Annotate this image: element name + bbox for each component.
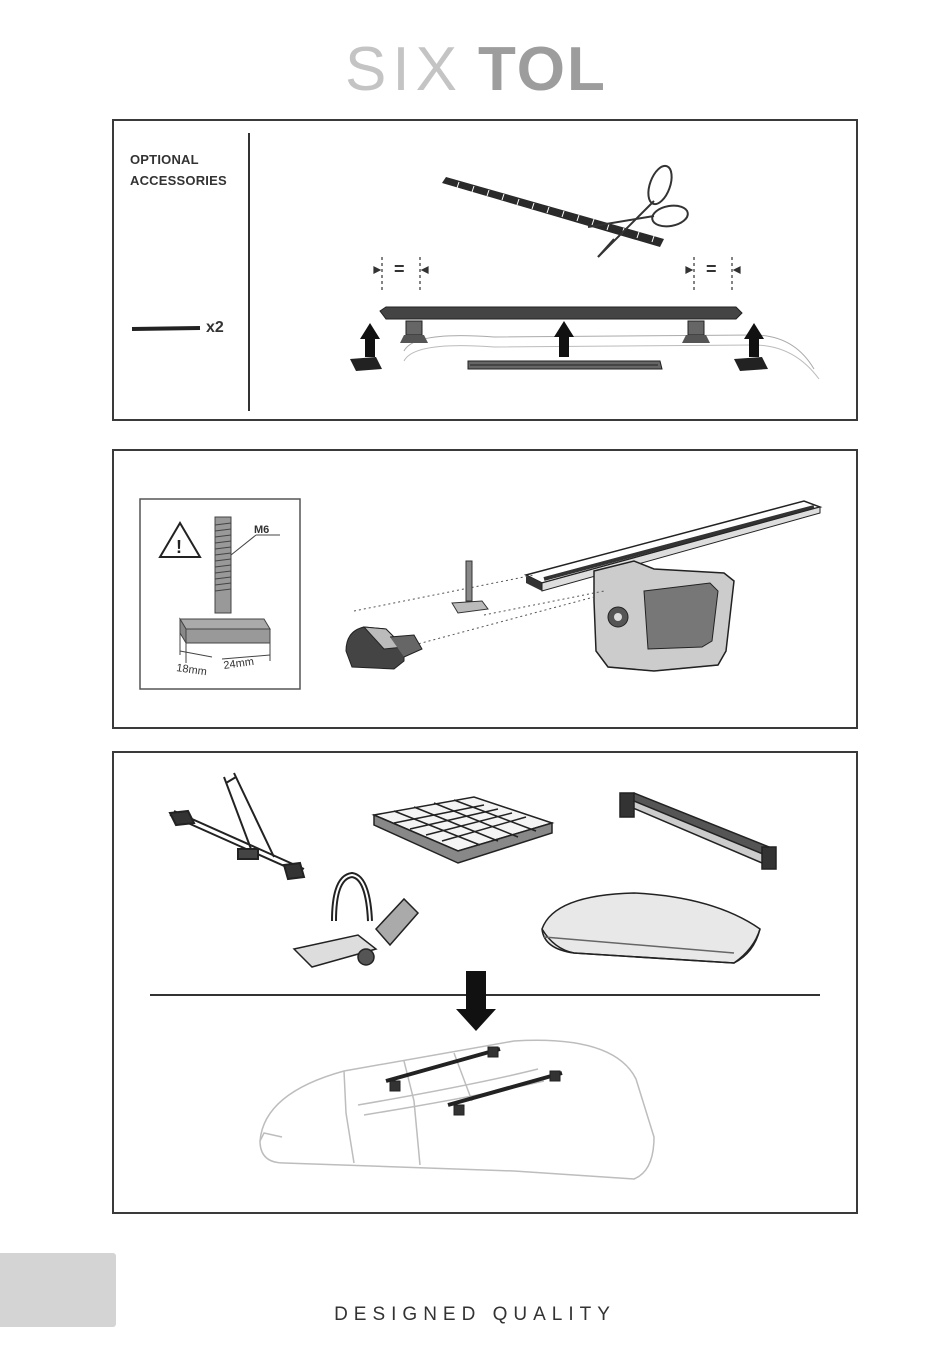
end-cap-left bbox=[350, 357, 382, 371]
t-bolt-small bbox=[452, 561, 488, 613]
end-cap-right bbox=[734, 357, 768, 371]
ski-carrier-icon bbox=[620, 793, 776, 869]
logo-light-text: SIX bbox=[345, 35, 463, 100]
up-arrow-left bbox=[360, 323, 380, 357]
roof-bar-assembly bbox=[526, 501, 820, 671]
down-arrow bbox=[456, 971, 496, 1031]
compatible-accessories-panel bbox=[112, 751, 858, 1214]
bar-end-cap bbox=[346, 627, 422, 669]
equal-sign-right: = bbox=[706, 259, 717, 279]
brand-logo: SIX TOL bbox=[0, 30, 950, 100]
warning-mark: ! bbox=[176, 537, 182, 557]
roof-basket-icon bbox=[374, 797, 552, 863]
optional-accessories-panel: OPTIONAL ACCESSORIES x2 bbox=[112, 119, 858, 421]
bike-carrier-icon bbox=[170, 773, 304, 879]
up-arrow-right bbox=[744, 323, 764, 357]
up-arrow-center bbox=[554, 321, 574, 357]
bar-channel-profile bbox=[468, 361, 662, 369]
t-bolt-diagram: ! M6 18mm 24mm bbox=[114, 451, 856, 727]
bolt-size-label: M6 bbox=[254, 524, 269, 536]
car-roof-bars bbox=[386, 1047, 562, 1115]
scissors-icon bbox=[588, 163, 689, 257]
kayak-carrier-icon bbox=[294, 875, 418, 967]
rubber-strip bbox=[442, 177, 664, 247]
accessories-diagram bbox=[114, 753, 856, 1212]
brand-tagline: DESIGNED QUALITY bbox=[0, 1304, 950, 1326]
logo-bold-text: TOL bbox=[478, 35, 607, 100]
equal-sign-left: = bbox=[394, 259, 405, 279]
roof-box-icon bbox=[542, 893, 760, 963]
t-bolt-panel: ! M6 18mm 24mm bbox=[112, 449, 858, 729]
trim-strip-diagram: = = bbox=[114, 121, 856, 419]
